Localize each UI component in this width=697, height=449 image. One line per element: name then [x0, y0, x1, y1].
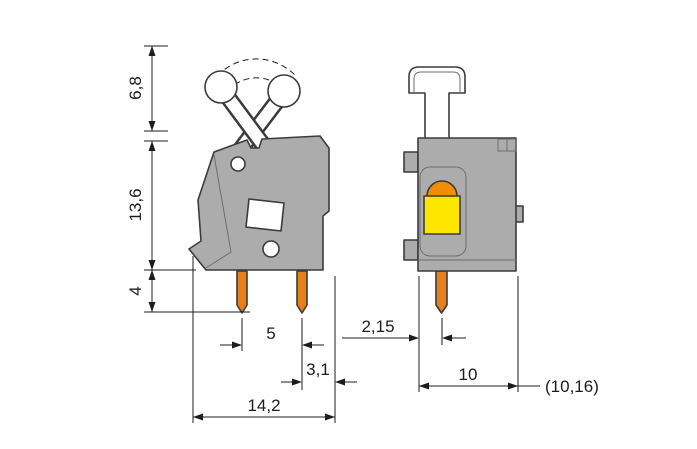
arrowhead [302, 341, 312, 349]
dim-label-edge-to-pin: 2,15 [361, 317, 394, 336]
dim-label-housing-width: 10 [459, 365, 478, 384]
solder-pin-right [296, 270, 308, 314]
clamp-spring-line [205, 154, 232, 269]
dim-label-housing-height: 13,6 [126, 188, 145, 221]
arrowhead [232, 341, 242, 349]
front-solder-pin [435, 270, 448, 314]
dim-label-housing-depth: 14,2 [247, 396, 280, 415]
dim-label-alt-housing-width: (10,16) [545, 377, 599, 396]
arrowhead [148, 260, 156, 270]
arrowhead [409, 334, 419, 342]
mount-tab-lower [403, 239, 419, 261]
hole-upper [230, 156, 246, 172]
front-view [403, 66, 524, 314]
dim-label-pin-length: 4 [126, 286, 145, 295]
clamp-frame [419, 166, 467, 257]
dim-label-pin-pitch: 5 [266, 324, 275, 343]
arrowhead [442, 334, 452, 342]
push-button [408, 66, 466, 140]
arrowhead [148, 270, 156, 280]
lever-knob-right [267, 74, 301, 108]
arrowhead [193, 413, 203, 421]
arrowhead [148, 121, 156, 131]
dim-label-pin-to-edge: 3,1 [306, 360, 330, 379]
hole-lower [262, 240, 280, 258]
wire-entry-yellow [423, 195, 461, 235]
solder-pin-left [236, 270, 248, 314]
arrowhead [292, 378, 302, 386]
mount-tab-upper [403, 151, 419, 173]
arrowhead [148, 141, 156, 151]
lever-arm-left [218, 86, 273, 156]
dim-label-lever-height: 6,8 [126, 76, 145, 100]
dimensions: 6,8 13,6 4 5 3,1 14,2 [126, 45, 599, 423]
push-button-inner-line [413, 71, 461, 93]
wire-window [245, 198, 285, 232]
lever-knob-left [204, 70, 238, 104]
arrowhead [148, 302, 156, 312]
arrowhead [335, 378, 345, 386]
arrowhead [419, 382, 429, 390]
arrowhead [325, 413, 335, 421]
arrowhead [508, 382, 518, 390]
side-view [188, 58, 330, 314]
arrowhead [148, 46, 156, 56]
